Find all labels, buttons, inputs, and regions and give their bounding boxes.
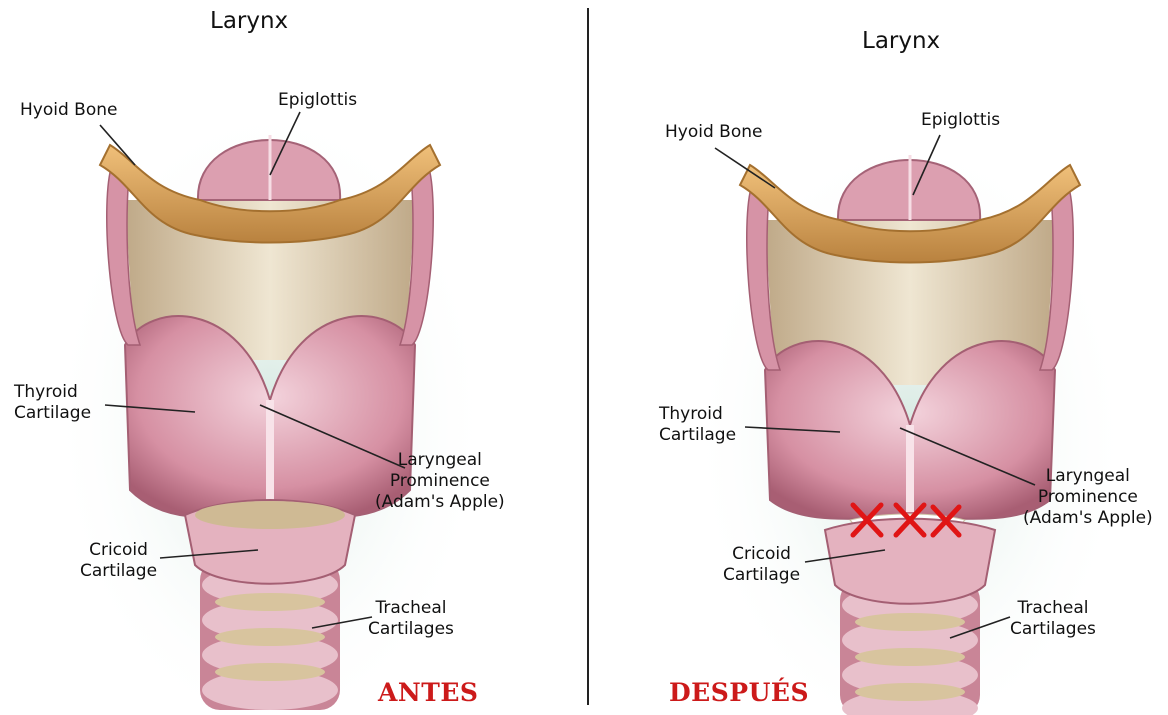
panel-title: Larynx (862, 28, 940, 54)
cricoid-cartilage-shape (825, 519, 995, 604)
panel-title: Larynx (210, 8, 288, 34)
label-epiglottis: Epiglottis (921, 110, 1000, 131)
label-hyoid-bone: Hyoid Bone (665, 122, 762, 143)
tag-despues: DESPUÉS (669, 678, 809, 707)
tag-antes: ANTES (378, 678, 478, 707)
label-epiglottis: Epiglottis (278, 90, 357, 111)
label-hyoid-bone: Hyoid Bone (20, 100, 117, 121)
